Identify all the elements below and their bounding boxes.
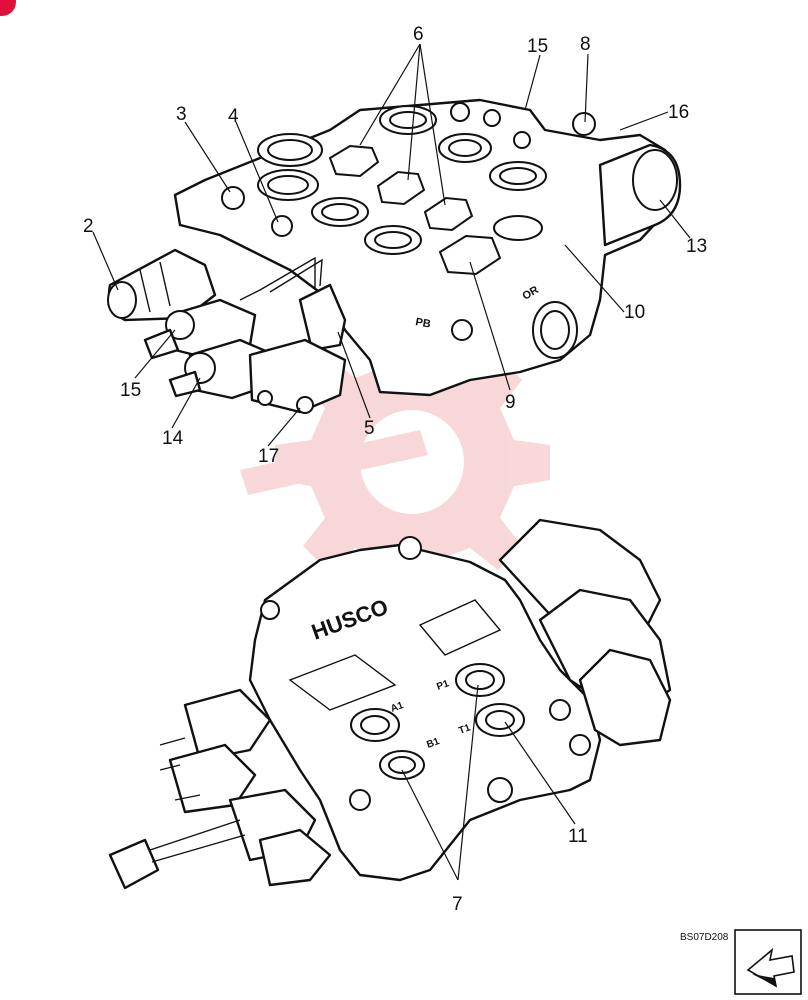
callout-2: 2 bbox=[83, 216, 94, 237]
callout-labels: 6 15 8 16 3 4 2 13 10 15 9 14 17 5 11 7 bbox=[83, 24, 707, 915]
callout-15-top: 15 bbox=[527, 36, 548, 57]
callout-9: 9 bbox=[505, 392, 516, 413]
cast-mark-b1: B1 bbox=[425, 736, 441, 751]
callout-5: 5 bbox=[364, 418, 375, 439]
valve-assembly-top: PB OR bbox=[107, 98, 682, 414]
port-caps-top bbox=[257, 105, 547, 255]
callout-3: 3 bbox=[176, 104, 187, 125]
callout-14: 14 bbox=[162, 428, 184, 449]
callout-15-left: 15 bbox=[120, 380, 141, 401]
callout-16: 16 bbox=[668, 102, 689, 123]
cast-mark-t1: T1 bbox=[457, 722, 472, 736]
callout-13: 13 bbox=[686, 236, 707, 257]
direction-arrow-icon bbox=[734, 929, 802, 995]
drawing-reference: BS07D208 bbox=[680, 932, 729, 943]
callout-8: 8 bbox=[580, 34, 591, 55]
callout-7: 7 bbox=[452, 894, 463, 915]
valve-assembly-bottom: HUSCO A1 B1 P1 T1 bbox=[108, 518, 672, 890]
gear-watermark-icon bbox=[240, 330, 550, 595]
callout-17: 17 bbox=[258, 446, 279, 467]
cast-mark-pb: PB bbox=[414, 316, 431, 330]
cast-mark-a1: A1 bbox=[389, 700, 405, 715]
callout-6: 6 bbox=[413, 24, 424, 45]
callout-10: 10 bbox=[624, 302, 645, 323]
cast-mark-p1: P1 bbox=[435, 678, 451, 693]
corner-badge bbox=[0, 0, 16, 16]
leader-lines bbox=[92, 43, 691, 881]
callout-4: 4 bbox=[228, 106, 239, 127]
callout-11: 11 bbox=[568, 826, 588, 847]
hex-plugs bbox=[221, 102, 596, 276]
